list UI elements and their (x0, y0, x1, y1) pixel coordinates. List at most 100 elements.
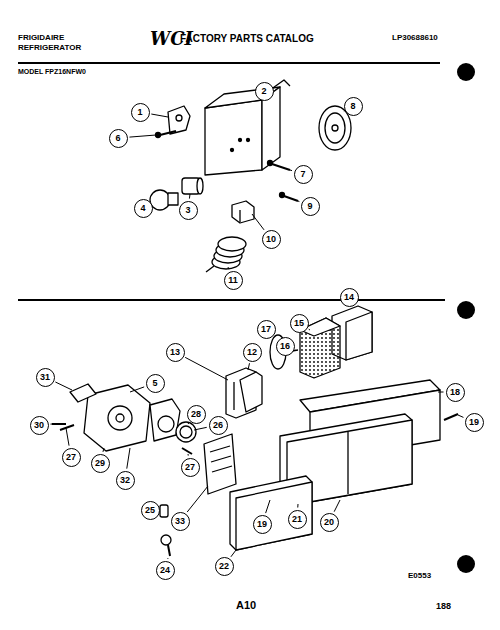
callout-number: 18 (446, 383, 465, 402)
seal-28 (176, 422, 196, 442)
callout-text: 29 (95, 459, 105, 468)
leader-line (187, 486, 208, 512)
callout-number: 5 (146, 374, 165, 393)
callout-text: 11 (228, 276, 238, 285)
callout-text: 12 (247, 348, 257, 357)
callout-number: 27 (62, 448, 81, 467)
callout-number: 31 (36, 368, 55, 387)
callout-number: 33 (171, 512, 190, 531)
callout-text: 18 (450, 388, 460, 397)
catalog-label: MODEL FPZ16NFW0 (18, 68, 86, 75)
callout-text: 28 (191, 410, 201, 419)
callout-number: 9 (301, 197, 320, 216)
callout-text: 19 (469, 418, 479, 427)
callout-number: 14 (340, 288, 359, 307)
callout-number: 13 (166, 343, 185, 362)
header-rule (18, 62, 440, 64)
callout-text: 20 (324, 518, 334, 527)
callout-number: 12 (243, 343, 262, 362)
leader-line (130, 387, 144, 392)
callout-text: 32 (120, 476, 130, 485)
callout-number: 7 (294, 165, 313, 184)
callout-text: 27 (185, 463, 195, 472)
callout-text: 4 (140, 204, 145, 213)
leader-line (231, 550, 236, 557)
callout-text: 26 (213, 421, 223, 430)
callout-number: 17 (257, 320, 276, 339)
bracket-1 (168, 106, 190, 134)
leader-line (334, 500, 340, 512)
callout-number: 6 (109, 129, 128, 148)
leader-line (266, 500, 270, 513)
callout-text: 9 (307, 202, 312, 211)
catalog-label: FACTORY PARTS CATALOG (180, 34, 314, 44)
callout-text: 5 (152, 379, 157, 388)
part-30 (52, 423, 66, 424)
callout-number: 10 (262, 230, 281, 249)
callout-number: 2 (255, 82, 274, 101)
catalog-label: LP30688610 (392, 34, 438, 42)
callout-number: 21 (288, 510, 307, 529)
socket-3 (182, 178, 203, 194)
leader-line (189, 194, 191, 199)
screw-9 (280, 193, 299, 202)
callout-number: 22 (215, 557, 234, 576)
callout-number: 1 (131, 103, 150, 122)
callout-text: 7 (300, 170, 305, 179)
callout-number: 30 (30, 416, 49, 435)
callout-text: 27 (66, 453, 76, 462)
leader-line (309, 329, 310, 331)
leader-line (252, 214, 264, 230)
callout-text: 10 (266, 235, 276, 244)
leader-line (343, 111, 344, 112)
callout-text: 2 (261, 87, 266, 96)
leader-line (127, 448, 130, 469)
screw-7 (268, 161, 291, 171)
coil-11 (206, 237, 246, 272)
section-rule (18, 299, 445, 301)
callout-number: 28 (187, 405, 206, 424)
leader-line (458, 415, 463, 417)
callout-number: 19 (253, 515, 272, 534)
callout-text: 22 (219, 562, 229, 571)
callout-number: 4 (134, 199, 153, 218)
panel-22 (230, 476, 312, 550)
binder-holes (457, 63, 475, 573)
callout-text: 3 (185, 206, 190, 215)
leader-line (129, 135, 156, 137)
gear-17 (270, 335, 298, 369)
leader-line (66, 428, 69, 446)
callout-text: 8 (350, 102, 355, 111)
callout-number: 29 (91, 454, 110, 473)
light-housing (205, 80, 290, 175)
leader-line (298, 201, 299, 203)
housing-31 (70, 384, 96, 402)
key-24 (161, 535, 171, 556)
part-25 (160, 505, 168, 517)
callout-number: 24 (156, 561, 175, 580)
callout-number: 16 (276, 337, 295, 356)
leader-line (188, 454, 189, 456)
leader-line (297, 504, 298, 508)
callout-text: 17 (261, 325, 271, 334)
leader-line (248, 363, 250, 370)
plate-33 (204, 434, 236, 494)
callout-number: 25 (141, 501, 160, 520)
callout-number: 26 (209, 416, 228, 435)
leader-line (295, 349, 296, 350)
leader-line (438, 392, 444, 393)
callout-text: 16 (280, 342, 290, 351)
leader-line (188, 423, 190, 424)
callout-number: 19 (465, 413, 484, 432)
leader-line (103, 448, 104, 452)
catalog-label: FRIGIDAIRE (18, 34, 64, 42)
callout-text: 1 (137, 108, 142, 117)
callout-text: 33 (175, 517, 185, 526)
callout-text: 19 (257, 520, 267, 529)
bracket-12-13 (226, 368, 262, 418)
leader-line (290, 170, 292, 172)
callout-text: 21 (292, 515, 302, 524)
callout-text: 24 (160, 566, 170, 575)
